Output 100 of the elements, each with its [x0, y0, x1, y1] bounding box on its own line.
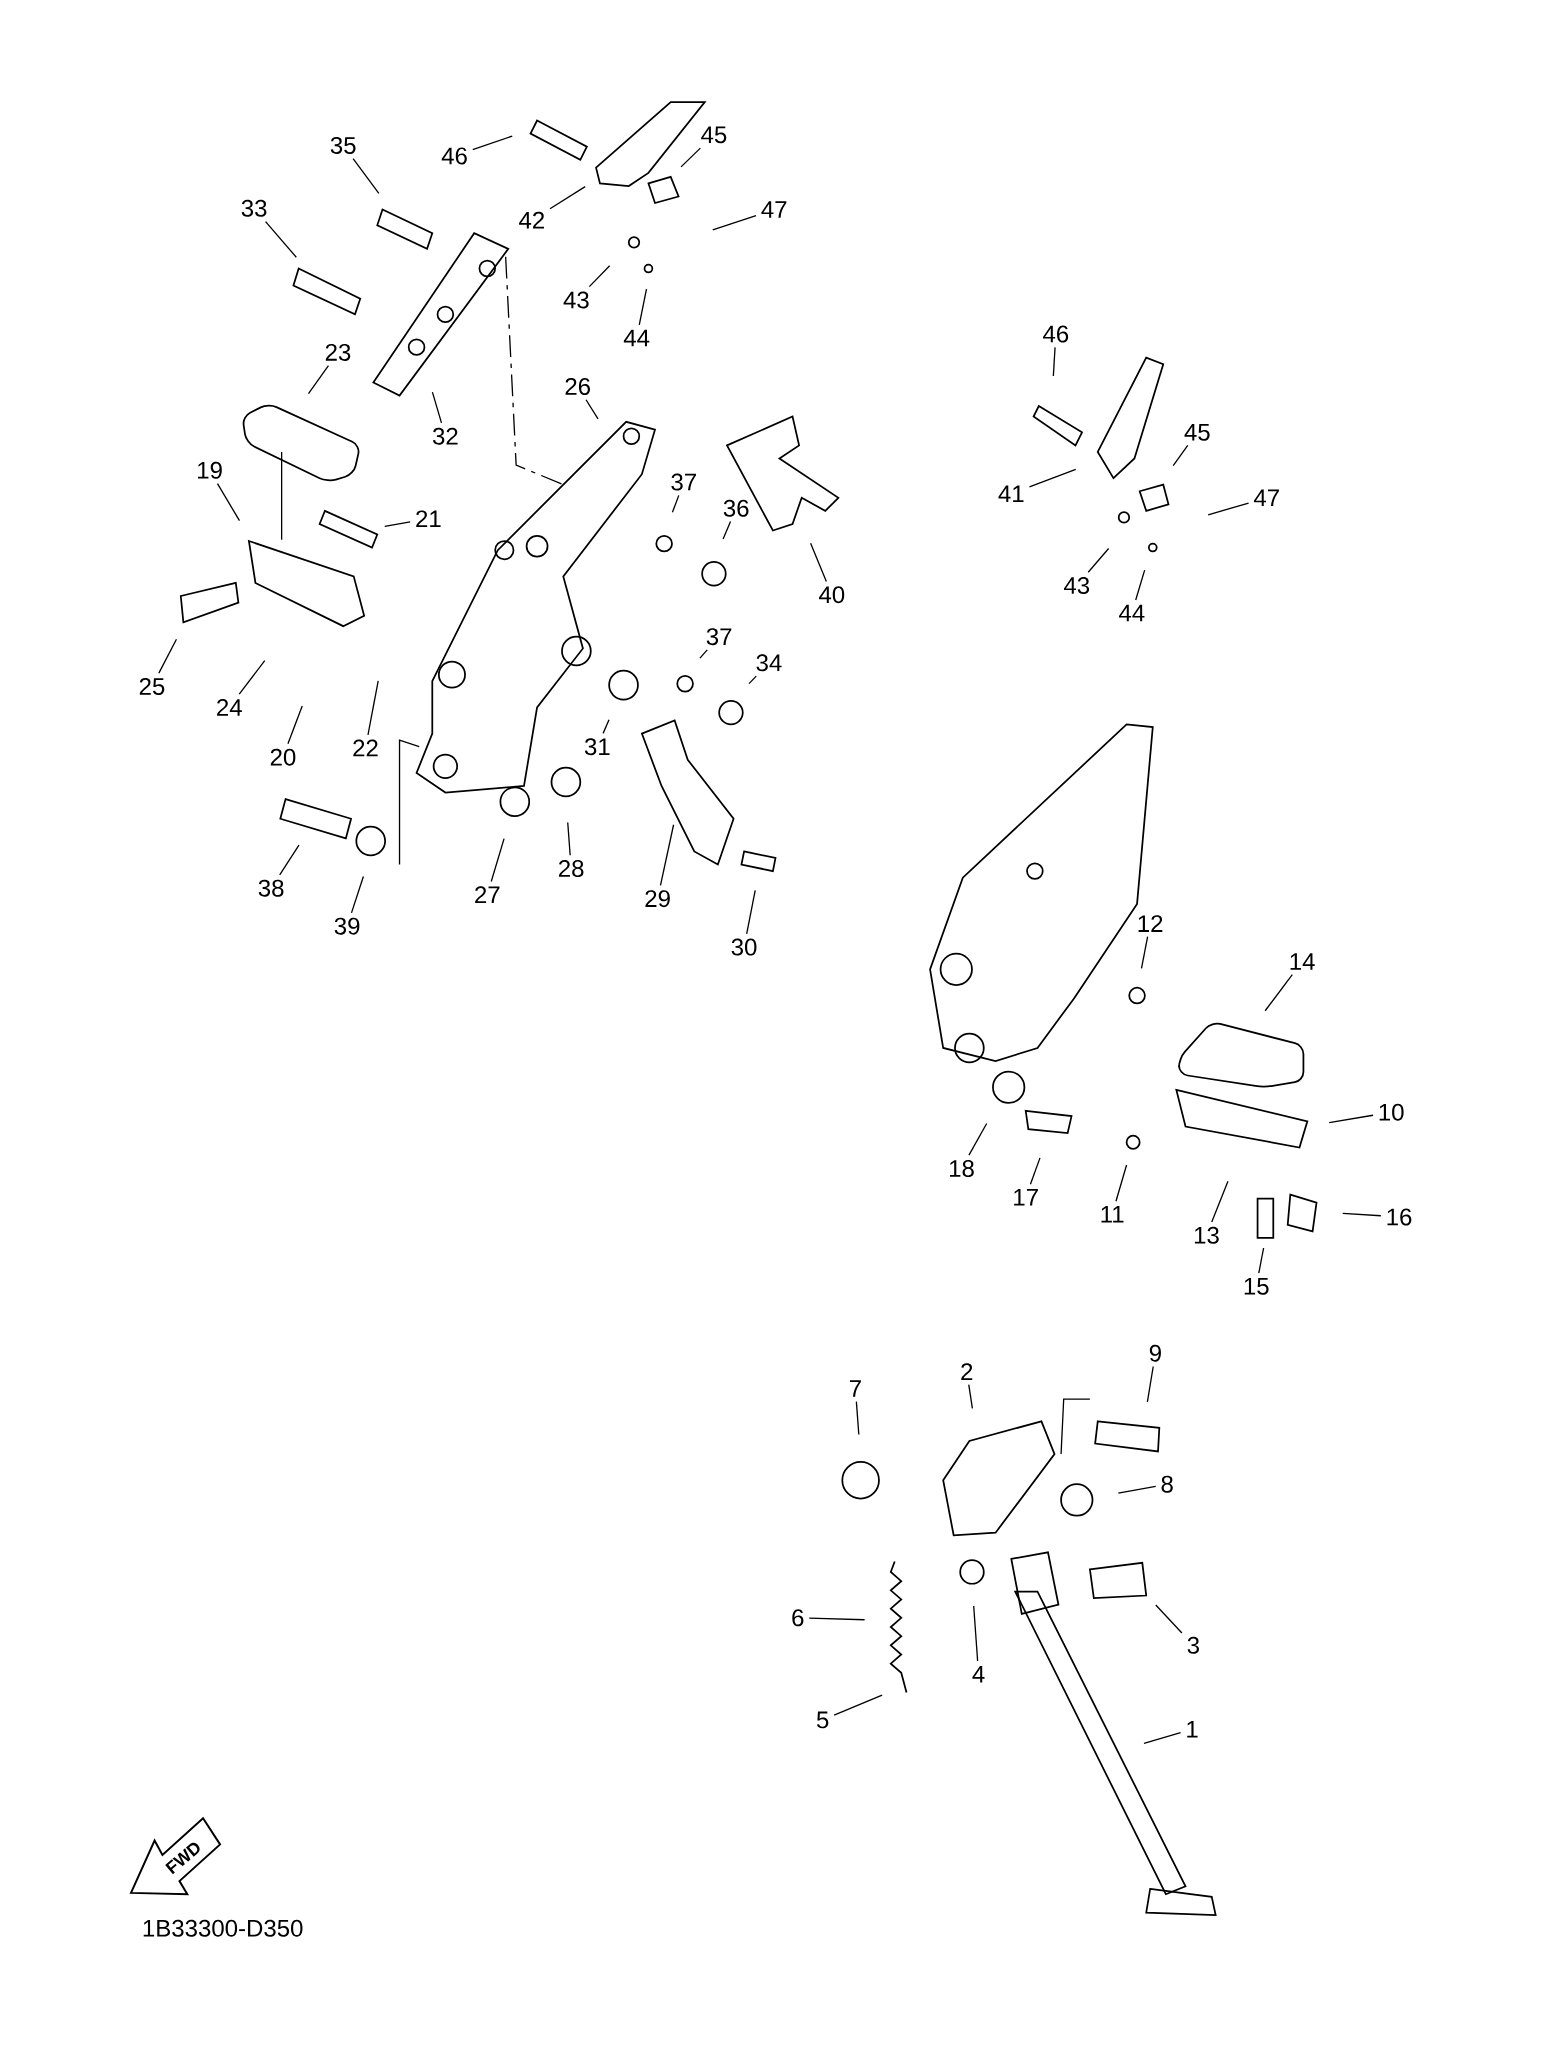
leader-line	[680, 147, 702, 168]
callout-number: 21	[416, 510, 441, 528]
callout-number: 35	[331, 136, 356, 154]
leader-line	[1029, 468, 1077, 488]
leader-line	[217, 482, 241, 522]
callout-number: 27	[475, 886, 500, 904]
callout-number: 10	[1379, 1103, 1404, 1121]
callout-number: 23	[326, 343, 351, 361]
leader-line	[384, 521, 412, 528]
leader-line	[1135, 569, 1146, 601]
leader-line	[1087, 547, 1110, 573]
callout-number: 40	[819, 586, 845, 604]
leader-line	[1143, 1731, 1182, 1745]
leader-line	[973, 1605, 979, 1662]
leader-line	[968, 1122, 988, 1156]
leader-line	[238, 659, 266, 695]
leader-line	[279, 844, 300, 876]
callout-number: 25	[140, 677, 165, 695]
callout-number: 33	[241, 199, 267, 217]
leader-line	[699, 649, 709, 659]
leader-line	[549, 186, 587, 210]
leader-line	[1030, 1157, 1041, 1185]
leader-line	[432, 391, 443, 424]
leader-line	[1052, 346, 1056, 377]
callout-number: 26	[565, 377, 591, 395]
leader-line	[1211, 1180, 1229, 1223]
callout-number: 28	[559, 860, 584, 877]
callout-number: 47	[1254, 489, 1280, 507]
leader-line	[158, 638, 178, 674]
leader-line	[1117, 1485, 1157, 1494]
callout-number: 22	[353, 739, 378, 757]
callout-number: 41	[998, 485, 1024, 503]
callout-number: 37	[671, 473, 697, 491]
callout-number: 19	[198, 461, 223, 479]
callout-number: 44	[1119, 604, 1145, 622]
callout-number: 4	[972, 1665, 985, 1683]
leader-line	[367, 680, 380, 736]
leader-line	[748, 675, 758, 685]
leader-line	[672, 494, 680, 513]
leader-line	[1207, 502, 1250, 516]
callout-number: 14	[1290, 953, 1315, 970]
callout-number: 31	[585, 738, 610, 756]
leader-line	[712, 214, 757, 231]
leader-line	[1342, 1212, 1382, 1217]
callout-number: 30	[731, 938, 757, 956]
callout-number: 6	[792, 1609, 804, 1627]
leader-line	[585, 399, 599, 420]
leader-line	[567, 821, 572, 856]
callout-number: 47	[761, 201, 787, 218]
leader-line	[968, 1384, 974, 1410]
leader-line	[287, 705, 304, 745]
callout-number: 13	[1195, 1226, 1219, 1244]
leader-line	[1141, 936, 1149, 970]
callout-number: 45	[701, 126, 727, 144]
callout-number: 1	[1187, 1720, 1198, 1738]
callout-number: 7	[850, 1380, 862, 1397]
callout-number: 17	[1014, 1189, 1039, 1206]
callout-number: 8	[1161, 1475, 1174, 1493]
leader-line	[1264, 973, 1294, 1012]
callout-number: 12	[1138, 915, 1163, 932]
leader-line	[746, 889, 757, 935]
callout-number: 2	[961, 1363, 973, 1380]
leader-line	[810, 542, 828, 583]
leader-line	[1147, 1365, 1155, 1403]
callout-number: 39	[334, 917, 360, 935]
leader-line	[472, 135, 514, 151]
leader-line	[308, 365, 330, 395]
callout-number: 24	[217, 699, 243, 716]
callout-number: 43	[1064, 577, 1090, 595]
leader-line	[1155, 1604, 1183, 1634]
callout-number: 3	[1187, 1636, 1200, 1654]
callout-number: 37	[707, 628, 732, 646]
callout-number: 43	[563, 291, 589, 309]
callout-number: 15	[1244, 1278, 1269, 1295]
leader-line	[722, 520, 732, 540]
leader-line	[1172, 444, 1189, 467]
callout-number: 20	[271, 748, 296, 766]
part-code: 1B33300-D350	[143, 1919, 303, 1937]
leader-line	[352, 158, 380, 194]
leader-line	[265, 220, 298, 258]
callout-number: 46	[1043, 325, 1069, 343]
callout-number: 32	[433, 427, 458, 445]
leader-line	[855, 1400, 860, 1436]
leader-line	[1328, 1114, 1374, 1124]
leader-line	[602, 719, 610, 735]
callout-number: 5	[817, 1711, 829, 1729]
callout-number: 38	[258, 879, 284, 897]
callout-number: 29	[645, 890, 671, 908]
callout-number: 18	[950, 1160, 975, 1177]
callout-number: 44	[624, 329, 650, 347]
leader-line	[1258, 1247, 1265, 1274]
leader-line	[490, 837, 505, 883]
leader-line	[833, 1694, 884, 1716]
callout-number: 42	[519, 211, 545, 229]
callout-number: 9	[1150, 1344, 1162, 1362]
leader-line	[808, 1617, 866, 1621]
leader-line	[1115, 1164, 1128, 1202]
callout-number: 46	[442, 147, 468, 165]
leader-line	[351, 875, 365, 914]
callout-number: 16	[1387, 1208, 1412, 1226]
